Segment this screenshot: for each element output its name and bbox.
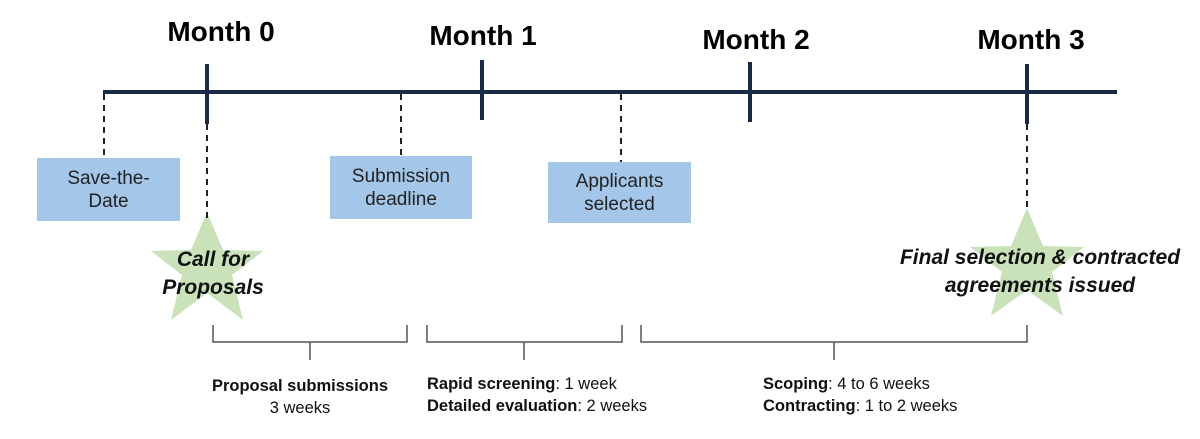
bracket-scoping-contracting bbox=[640, 325, 1028, 360]
month-1-label: Month 1 bbox=[429, 20, 537, 51]
milestone-line: agreements issued bbox=[944, 274, 1136, 297]
month-3-label: Month 3 bbox=[977, 24, 1085, 55]
event-box-line: selected bbox=[584, 193, 655, 215]
phase-item-value: : 1 to 2 weeks bbox=[855, 397, 958, 415]
phase-item-label: Scoping bbox=[763, 375, 829, 393]
phase-item-value: : 2 weeks bbox=[577, 397, 648, 415]
event-box-line: Submission bbox=[351, 165, 451, 187]
month-0-label: Month 0 bbox=[167, 16, 275, 47]
phase-title: Proposal submissions bbox=[211, 377, 389, 395]
milestone-line: Call for bbox=[176, 248, 250, 271]
phase-item-label: Detailed evaluation bbox=[427, 397, 578, 415]
milestone-star-final-selection bbox=[970, 208, 1084, 316]
event-box-applicants-selected: Applicants selected bbox=[548, 162, 691, 223]
phase-note-proposal-submissions: Proposal submissions 3 weeks bbox=[205, 375, 395, 419]
phase-item-value: : 4 to 6 weeks bbox=[828, 375, 930, 393]
phase-item-label: Rapid screening bbox=[427, 375, 556, 393]
phase-item-value: : 1 week bbox=[555, 375, 617, 393]
event-box-line: deadline bbox=[365, 188, 437, 210]
milestone-line: Final selection & contracted bbox=[899, 246, 1181, 269]
milestone-star-call-for-proposals bbox=[151, 212, 263, 320]
milestone-line: Proposals bbox=[162, 276, 264, 299]
bracket-proposal-submissions bbox=[212, 325, 408, 360]
milestone-label-final-selection: Final selection & contracted agreements … bbox=[900, 244, 1180, 300]
month-2-label: Month 2 bbox=[702, 24, 810, 55]
milestone-label-call-for-proposals: Call for Proposals bbox=[162, 246, 264, 302]
phase-item-label: Contracting bbox=[763, 397, 856, 415]
event-box-save-the-date: Save-the- Date bbox=[37, 158, 180, 221]
event-box-line: Date bbox=[88, 190, 129, 212]
bracket-screening-evaluation bbox=[426, 325, 623, 360]
event-box-submission-deadline: Submission deadline bbox=[330, 156, 472, 219]
event-box-line: Save-the- bbox=[67, 167, 150, 189]
phase-detail: 3 weeks bbox=[269, 399, 331, 417]
phase-note-screening-evaluation: Rapid screening: 1 week Detailed evaluat… bbox=[427, 373, 647, 417]
phase-note-scoping-contracting: Scoping: 4 to 6 weeks Contracting: 1 to … bbox=[763, 373, 957, 417]
event-box-line: Applicants bbox=[575, 170, 664, 192]
